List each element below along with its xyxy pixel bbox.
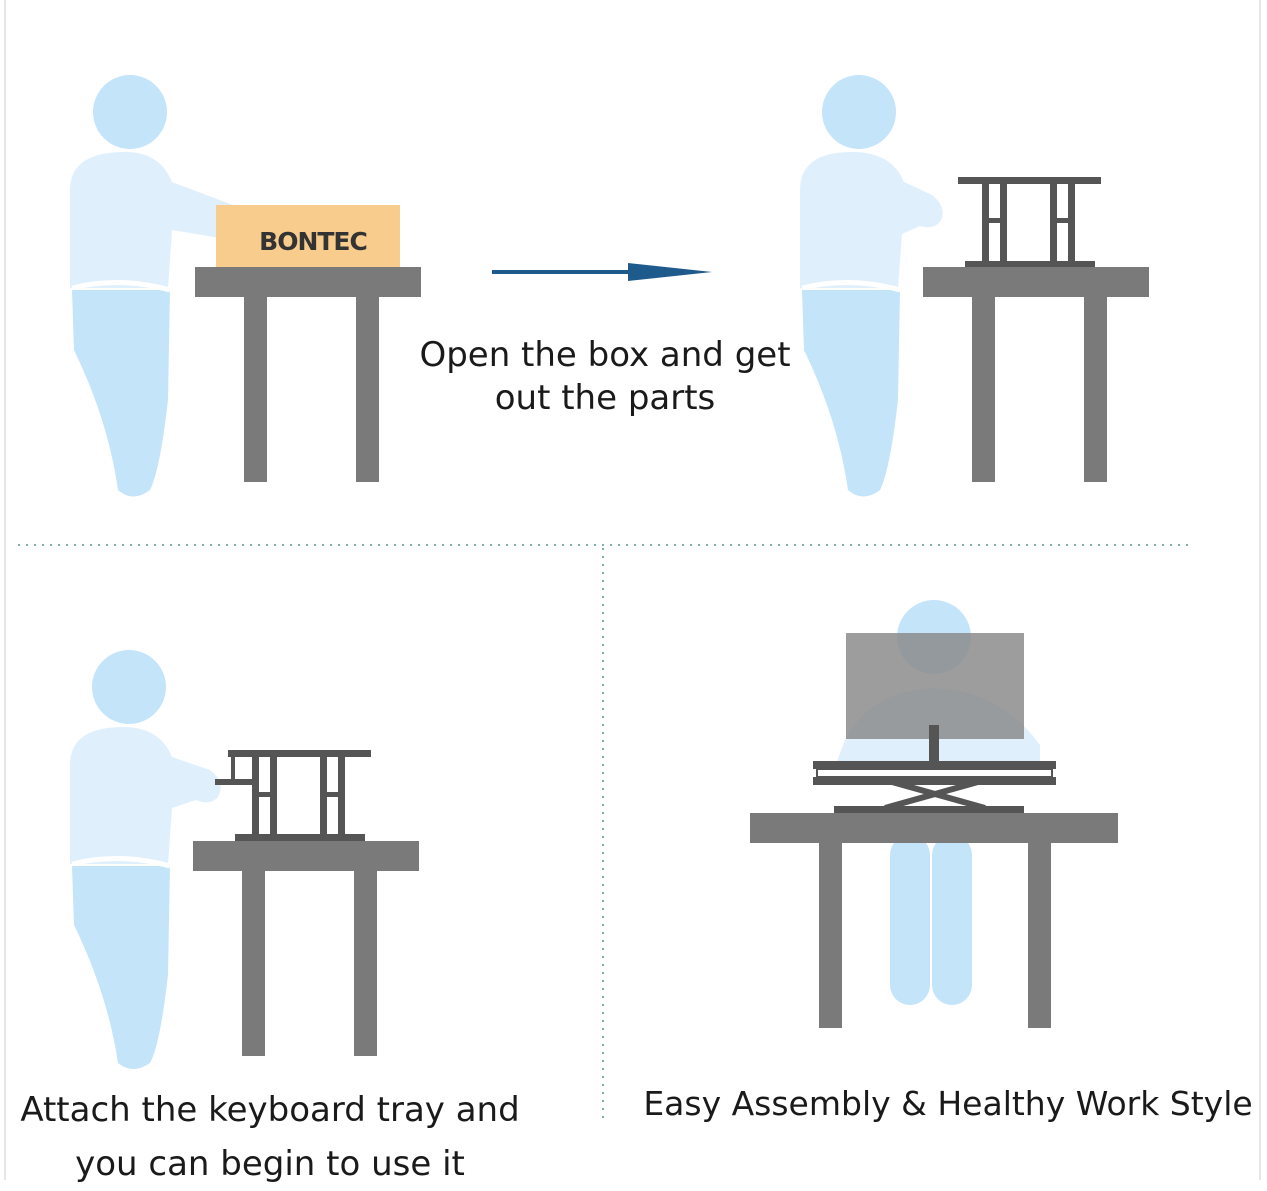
desk-table-icon — [923, 267, 1149, 482]
desk-table-icon — [193, 841, 419, 1056]
monitor-icon — [846, 633, 1024, 765]
caption-open-box-line-1: Open the box and get — [419, 335, 791, 375]
desk-riser-icon — [958, 177, 1101, 268]
arrow-right-icon — [492, 263, 712, 281]
caption-attach-tray: Attach the keyboard tray and you can beg… — [10, 1084, 530, 1191]
panel-attach-tray — [70, 650, 419, 1069]
panel-open-box: BONTEC — [70, 75, 421, 497]
caption-open-box: Open the box and get out the parts — [400, 334, 810, 419]
person-figure-icon — [70, 650, 221, 1069]
box-with-logo-icon: BONTEC — [216, 205, 400, 267]
desk-riser-icon — [813, 761, 1056, 814]
caption-result: Easy Assembly & Healthy Work Style — [632, 1083, 1264, 1124]
caption-open-box-line-2: out the parts — [494, 377, 716, 418]
person-figure-icon — [70, 75, 247, 497]
caption-attach-tray-line-2: you can begin to use it — [75, 1143, 465, 1184]
caption-attach-tray-line-1: Attach the keyboard tray and — [20, 1090, 520, 1130]
desk-table-icon — [750, 813, 1118, 1028]
desk-table-icon — [195, 267, 421, 482]
panel-result — [750, 600, 1118, 1028]
panel-parts-out — [800, 75, 1149, 497]
desk-riser-icon — [215, 750, 371, 841]
person-figure-icon — [800, 75, 943, 497]
box-brand-label: BONTEC — [259, 227, 367, 256]
caption-result-line-1: Easy Assembly & Healthy Work Style — [643, 1084, 1253, 1123]
